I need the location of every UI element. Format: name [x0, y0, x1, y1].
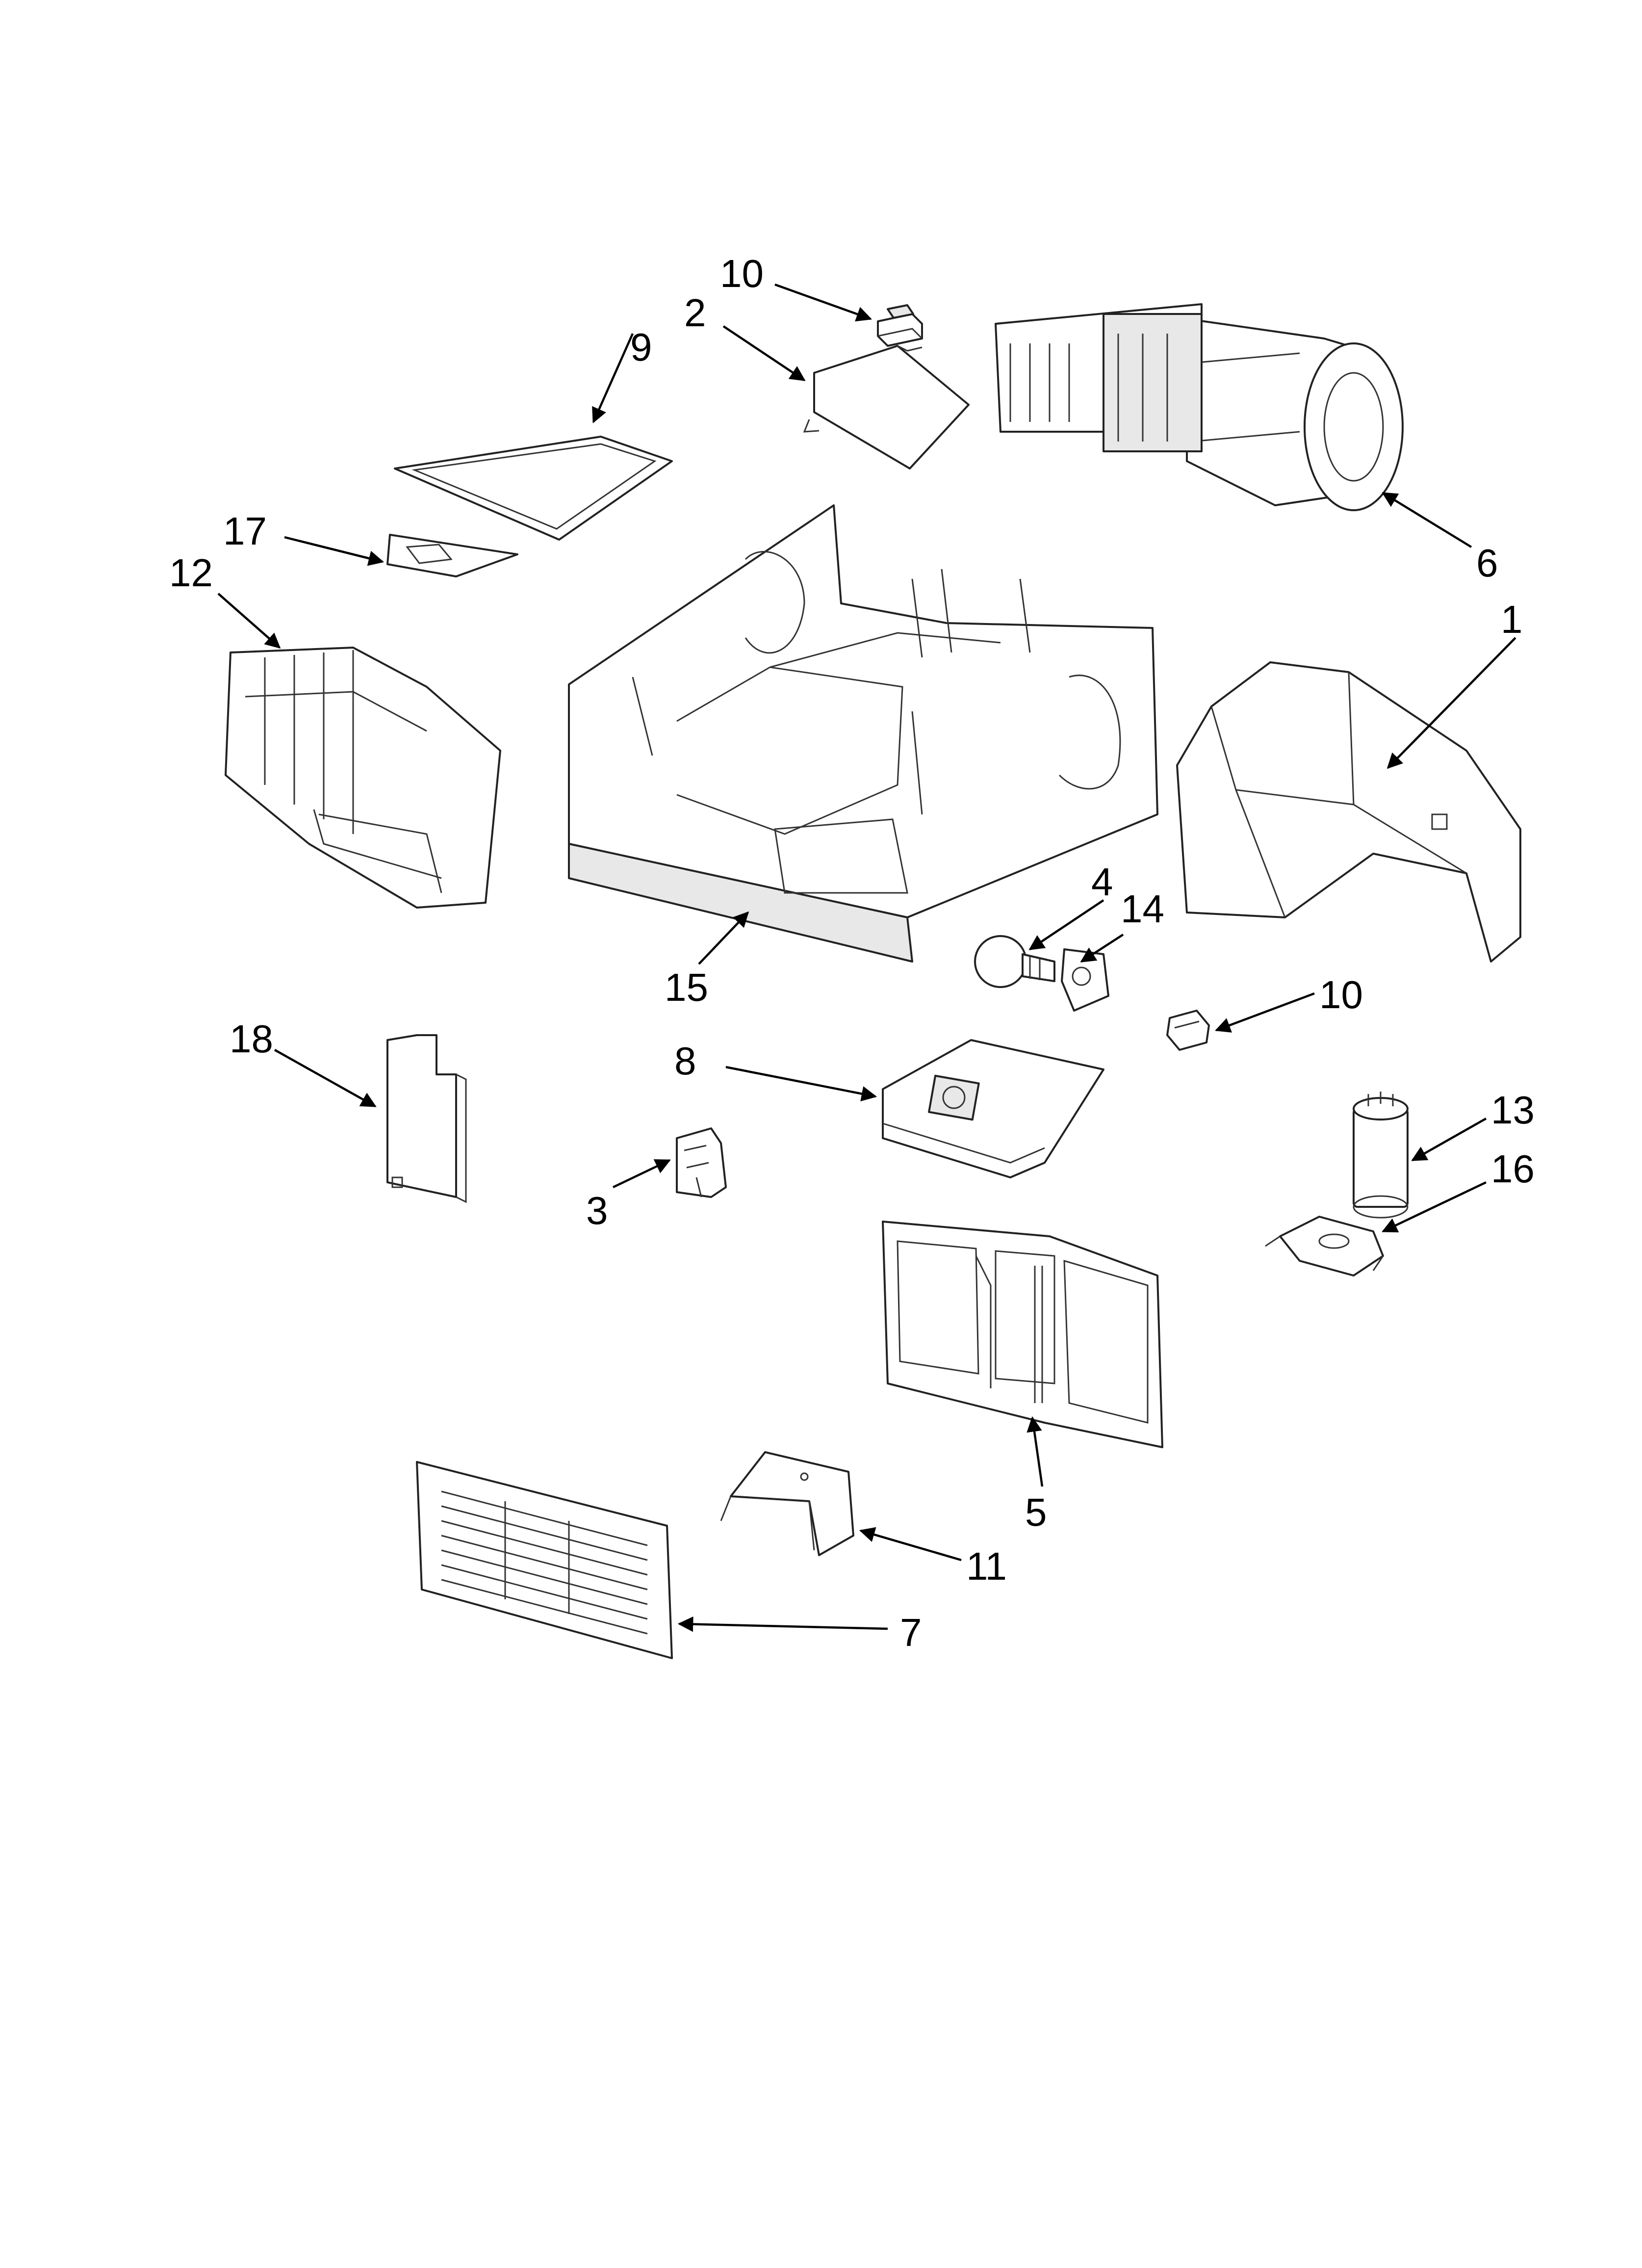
callout-15: 15: [665, 965, 708, 1009]
callout-1: 1: [1501, 598, 1523, 641]
callout-18: 18: [230, 1017, 273, 1061]
leader-arrow-18: [274, 1049, 377, 1107]
leader-arrow-8: [725, 1066, 877, 1101]
callout-4: 4: [1091, 860, 1113, 904]
callout-17: 17: [223, 509, 267, 553]
leader-arrow-15: [698, 911, 749, 965]
part-switch-top: [877, 304, 923, 347]
leader-arrow-1: [1386, 637, 1516, 769]
leader-arrow-16: [1382, 1181, 1487, 1233]
leader-arrow-10-middle: [1215, 992, 1315, 1033]
callout-16: 16: [1491, 1147, 1535, 1191]
callout-13: 13: [1491, 1088, 1535, 1132]
part-vent-grille: [416, 1461, 673, 1659]
callout-5: 5: [1025, 1490, 1047, 1534]
callout-8: 8: [674, 1039, 696, 1083]
part-base-chassis: [568, 504, 1158, 963]
part-duct-cover: [1176, 661, 1521, 963]
part-small-cover: [720, 1451, 854, 1556]
leader-arrow-5: [1026, 1416, 1044, 1487]
callout-10-middle: 10: [1319, 973, 1363, 1017]
part-plate: [803, 345, 970, 469]
leader-arrow-6: [1382, 492, 1472, 548]
part-capacitor: [1353, 1092, 1409, 1219]
callout-3: 3: [586, 1189, 608, 1232]
leader-arrow-12: [217, 593, 281, 649]
leader-arrow-7: [677, 1616, 888, 1632]
part-bracket: [676, 1127, 727, 1198]
part-capacitor-bracket: [1265, 1216, 1384, 1277]
leader-arrow-4: [1028, 899, 1104, 950]
leader-arrow-2: [722, 325, 806, 381]
part-label: [386, 534, 518, 577]
leader-arrow-13: [1411, 1118, 1487, 1161]
leader-arrow-10-top: [774, 283, 872, 322]
part-switch-middle: [1166, 1010, 1210, 1051]
part-lamp: [974, 935, 1055, 988]
callout-12: 12: [169, 551, 213, 595]
leader-arrows: [217, 283, 1516, 1632]
leader-arrow-11: [859, 1527, 962, 1562]
callout-6: 6: [1476, 541, 1498, 585]
leader-arrow-9: [592, 333, 634, 423]
callout-10-top: 10: [720, 252, 764, 295]
callout-11: 11: [966, 1544, 1007, 1588]
part-cover-plate: [882, 1039, 1104, 1178]
part-shield-plate: [386, 1034, 467, 1203]
callout-labels: 10 2 9 17 12 6 1 15 4 14 10 18 8 13 16 3…: [169, 252, 1535, 1654]
callout-9: 9: [630, 325, 652, 369]
part-air-duct: [225, 647, 501, 909]
leader-arrow-3: [613, 1159, 671, 1189]
leader-arrow-17: [284, 536, 385, 566]
part-filter-frame: [394, 436, 673, 541]
callout-2: 2: [684, 291, 706, 335]
part-bottom-plate: [882, 1221, 1163, 1448]
callout-14: 14: [1121, 887, 1164, 931]
part-blower-motor: [995, 303, 1404, 511]
leader-arrow-14: [1080, 934, 1124, 963]
callout-7: 7: [900, 1611, 922, 1654]
